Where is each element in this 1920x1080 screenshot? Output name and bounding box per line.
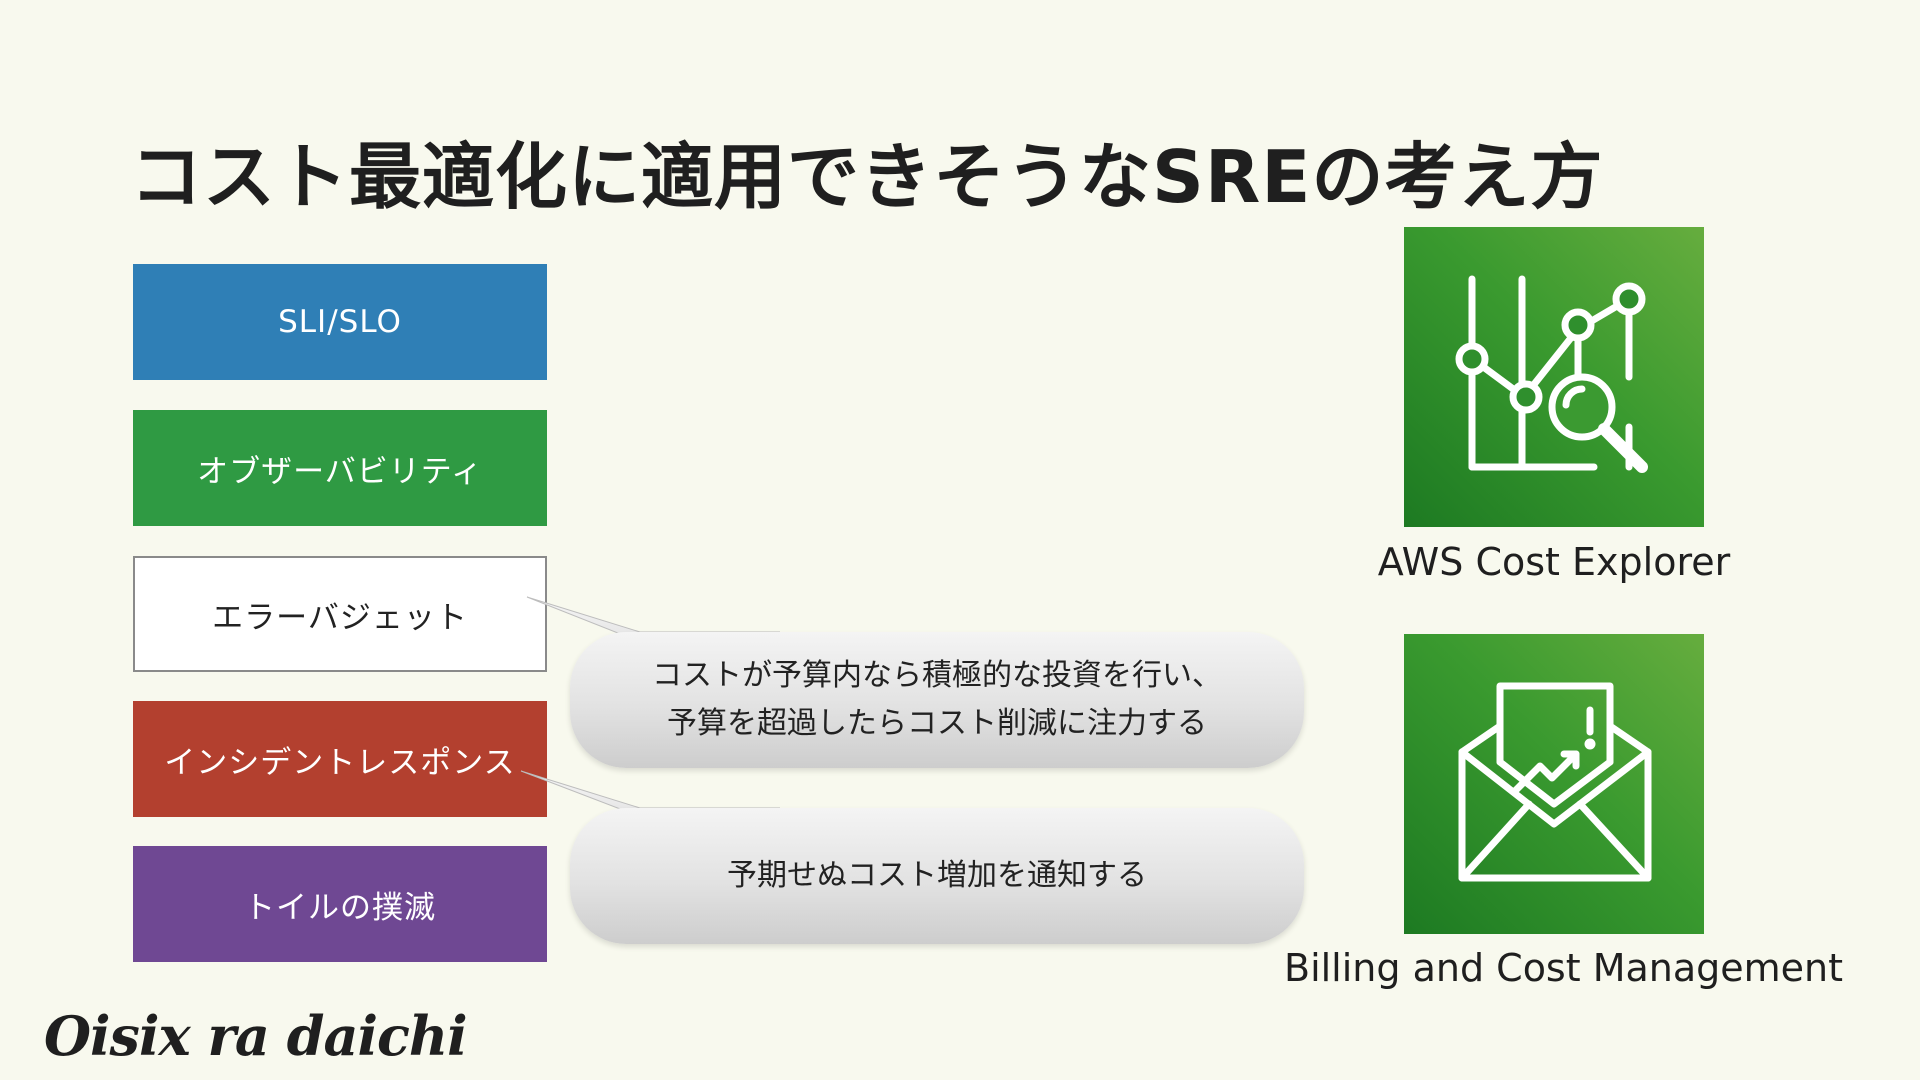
callout-tail-error-budget bbox=[526, 596, 781, 638]
slide-title: コスト最適化に適用できそうなSREの考え方 bbox=[130, 135, 1604, 219]
concept-toil-elimination: トイルの撲滅 bbox=[133, 846, 547, 962]
concept-sli-slo: SLI/SLO bbox=[133, 264, 547, 380]
concept-incident-response: インシデントレスポンス bbox=[133, 701, 547, 817]
concept-observability: オブザーバビリティ bbox=[133, 410, 547, 526]
cost-explorer-icon bbox=[1404, 227, 1704, 527]
billing-icon bbox=[1404, 634, 1704, 934]
concept-error-budget: エラーバジェット bbox=[133, 556, 547, 672]
company-logo: Oisix ra daichi bbox=[44, 1004, 468, 1068]
callout-incident-response: 予期せぬコスト増加を通知する bbox=[570, 808, 1304, 944]
callout-tail-incident bbox=[520, 770, 781, 813]
callout-error-budget: コストが予算内なら積極的な投資を行い、 予算を超過したらコスト削減に注力する bbox=[570, 632, 1304, 768]
service-label-cost-explorer: AWS Cost Explorer bbox=[1377, 540, 1731, 584]
service-label-billing: Billing and Cost Management bbox=[1284, 946, 1844, 990]
